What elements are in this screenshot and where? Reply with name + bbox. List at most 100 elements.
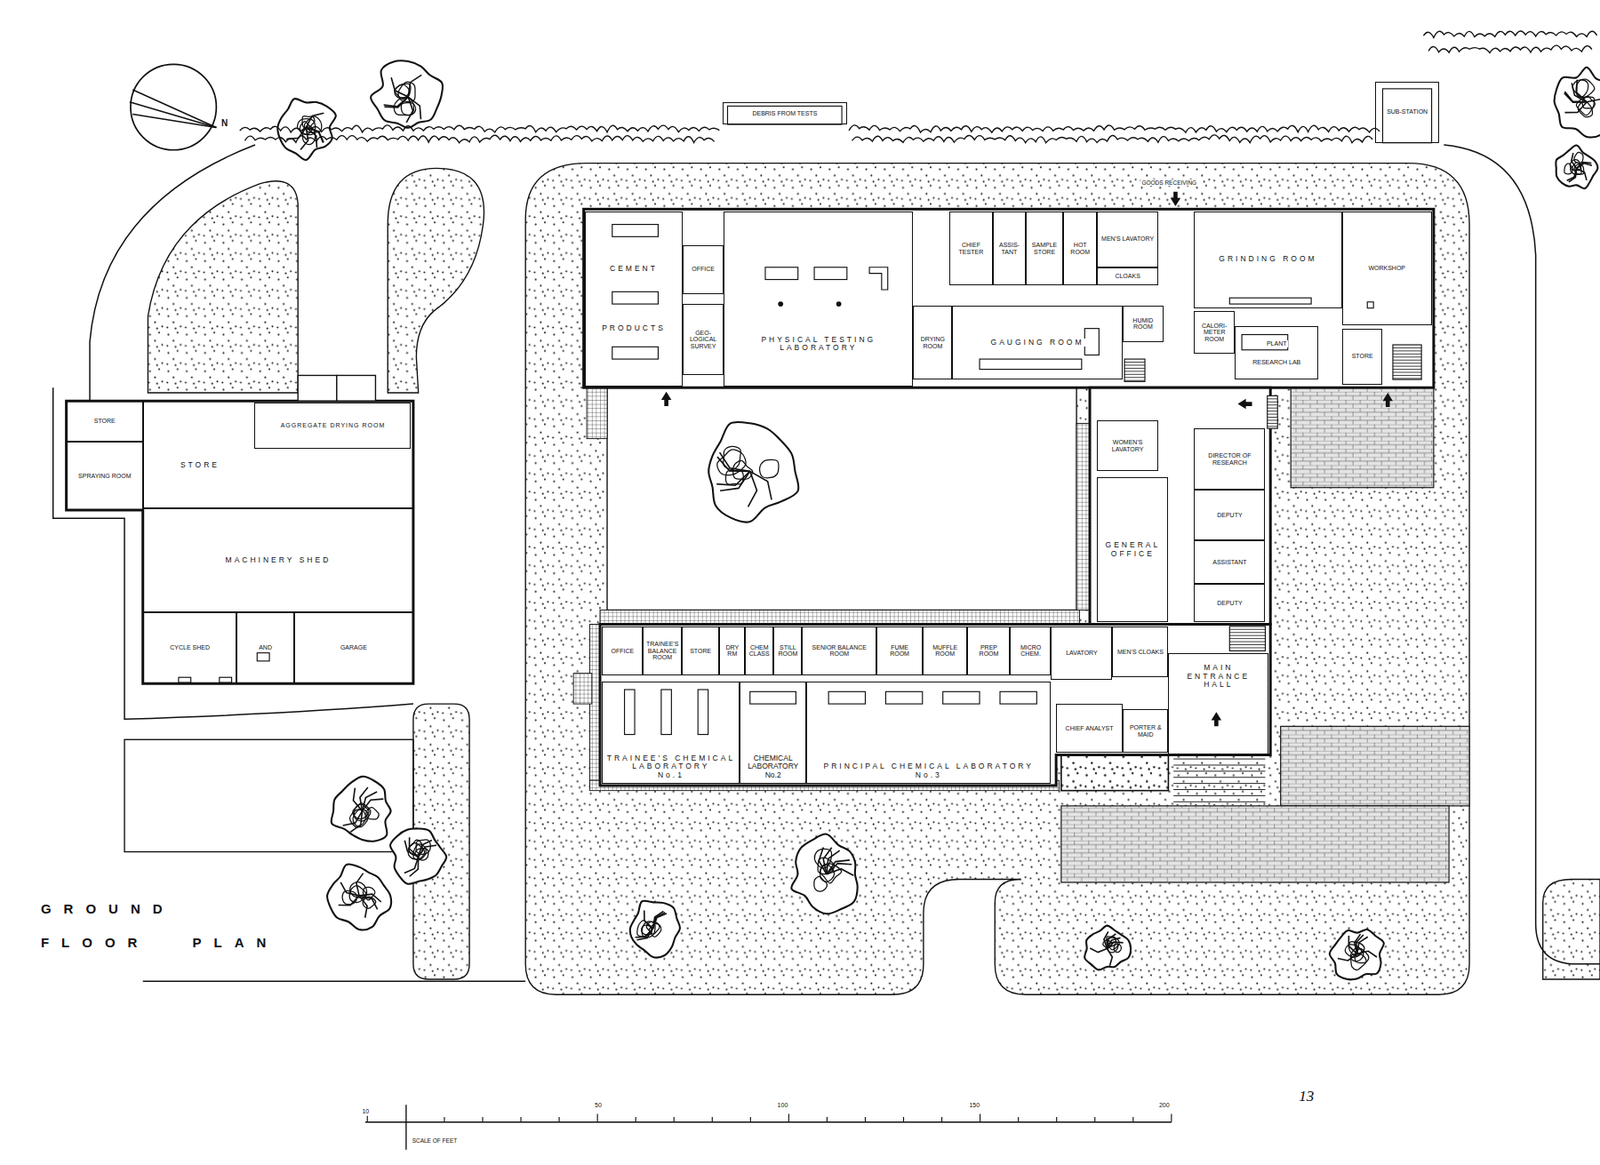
room-label: STORE	[93, 417, 117, 425]
bench	[765, 267, 799, 280]
tree-branch	[748, 471, 758, 507]
room-box: MACHINERY SHED	[143, 508, 414, 613]
tree-branch	[1576, 162, 1592, 169]
room-label: DEBRIS FROM TESTS	[751, 110, 818, 118]
room-label: PRINCIPAL CHEMICAL LABORATORY	[823, 762, 1035, 771]
scale-tick	[903, 1117, 904, 1123]
room-box: CLOAKS	[1096, 267, 1159, 287]
tree-branch	[384, 96, 409, 107]
room-label: ASSIS-TANT	[995, 241, 1023, 256]
room-box: GARAGE	[294, 612, 414, 684]
site-label: N	[220, 118, 229, 128]
tree-branch	[1571, 82, 1587, 102]
room-label: GAUGING ROOM	[990, 338, 1086, 347]
bench	[612, 346, 659, 360]
room-label: RESEARCH LAB	[1251, 359, 1302, 367]
stair-tread	[1229, 644, 1265, 646]
room-box: WORKSHOP	[1342, 211, 1432, 327]
bench	[814, 267, 848, 280]
tree-canopy	[331, 776, 392, 842]
room-label: WOMEN'S LAVATORY	[1099, 439, 1156, 453]
planting-area	[147, 181, 298, 393]
scale-tick	[367, 1116, 368, 1123]
room-box: STOREAGGREGATE DRYING ROOM	[143, 400, 414, 509]
bench	[869, 267, 888, 290]
room-label: HUMID ROOM	[1125, 317, 1161, 331]
entrance-step	[1173, 783, 1265, 784]
bench	[885, 691, 922, 704]
room-label: DRYING ROOM	[916, 336, 950, 350]
bench	[219, 677, 232, 683]
room-box: PRINCIPAL CHEMICAL LABORATORYNo.3	[806, 681, 1052, 784]
column-dot	[777, 301, 784, 307]
room-label: DIRECTOR OF RESEARCH	[1196, 452, 1263, 466]
room-label: MEN'S CLOAKS	[1116, 648, 1165, 656]
bench	[178, 677, 192, 683]
courtyard	[607, 387, 1077, 610]
room-box: CYCLE SHED	[143, 612, 238, 684]
tree-branch	[1564, 102, 1587, 113]
room-label: DEPUTY	[1216, 600, 1243, 608]
tree-branch	[826, 864, 852, 875]
bench	[697, 689, 708, 736]
room-box: CALORI-METER ROOM	[1193, 311, 1235, 354]
room-label: SPRAYING ROOM	[77, 472, 132, 480]
room-label: GRINDING ROOM	[1217, 255, 1318, 264]
scale-label: 50	[593, 1102, 603, 1110]
room-label: DEPUTY	[1216, 512, 1243, 520]
road-edge	[1443, 144, 1600, 965]
room-box: STILL ROOM	[773, 626, 802, 676]
building-wall	[584, 208, 1434, 388]
scale-tick	[788, 1114, 790, 1123]
stair-tread	[1392, 366, 1422, 368]
road-edge	[143, 981, 526, 983]
scale-tick	[1132, 1117, 1134, 1123]
tree-branch	[338, 896, 360, 906]
stair-tread	[1124, 370, 1145, 372]
room-box: MAIN ENTRANCE HALL	[1168, 653, 1269, 756]
stair-tread	[1267, 408, 1278, 409]
room-label: AGGREGATE DRYING ROOM	[280, 422, 387, 430]
scale-tick	[520, 1117, 521, 1123]
entrance-step	[1173, 776, 1265, 778]
tree-branch	[1571, 152, 1577, 168]
room-label: OFFICE	[690, 265, 716, 273]
room-box: FUME ROOM	[876, 626, 923, 676]
building-wall	[600, 624, 1271, 786]
room-box: MEN'S CLOAKS	[1112, 626, 1168, 678]
room-label: PORTER & MAID	[1125, 724, 1166, 738]
room-box: GEO-LOGICAL SURVEY	[682, 304, 724, 376]
room-box: MEN'S LAVATORY	[1096, 211, 1159, 268]
tree-canopy	[1555, 145, 1598, 190]
room-box: CEMENTPRODUCTS	[584, 211, 683, 387]
stair-tread	[1392, 350, 1422, 352]
bench	[828, 691, 865, 704]
stair-tread	[1229, 641, 1265, 643]
tree-branch	[1567, 168, 1577, 181]
stair-tread	[1392, 353, 1422, 355]
room-box: HOT ROOM	[1063, 211, 1097, 287]
tree-branch	[359, 896, 368, 919]
stair-tread	[1229, 629, 1265, 631]
tree-branch	[391, 77, 408, 97]
room-box: TRAINEE'S BALANCE ROOM	[642, 626, 682, 676]
room-label: CHEMICAL LABORATORY	[743, 754, 804, 772]
tree-branch	[1576, 168, 1587, 181]
tree-canopy	[708, 422, 799, 523]
room-box: MICRO CHEM.	[1009, 626, 1051, 676]
tree-canopy	[1554, 67, 1600, 138]
compass-needle	[132, 114, 216, 128]
entrance-step	[1173, 770, 1265, 772]
stair	[1124, 359, 1145, 382]
scale-tick	[1094, 1117, 1096, 1123]
scale-tick	[1056, 1117, 1057, 1123]
compass-circle	[130, 64, 216, 150]
tree-branch	[1357, 951, 1377, 958]
scale-label: 10	[360, 1108, 370, 1116]
tree-branch	[750, 471, 772, 500]
scale-tick	[1170, 1114, 1172, 1123]
stair-tread	[1124, 361, 1145, 363]
stair-tread	[1267, 401, 1278, 403]
tree-branch	[1586, 99, 1600, 107]
room-box: ASSIS-TANT	[992, 211, 1026, 287]
